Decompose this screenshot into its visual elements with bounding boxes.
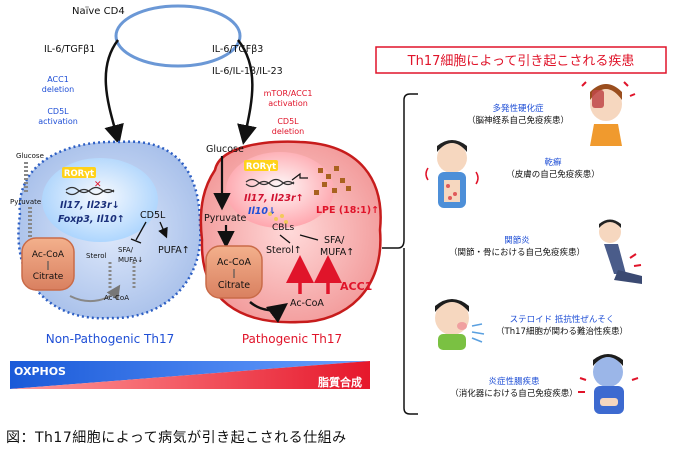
nonpath-sfa-2: MUFA↓ <box>118 256 143 264</box>
nonpathogenic-nucleus <box>42 158 158 242</box>
disease-5-name: 炎症性腸疾患 <box>488 376 540 387</box>
figure-caption: 図：Th17細胞によって病気が引き起こされる仕組み <box>6 430 347 446</box>
disease-bracket <box>382 93 418 415</box>
path-acoa: Ac-CoA <box>217 257 251 268</box>
nonpath-acoa: Ac-CoA <box>32 250 65 260</box>
path-ror-box <box>244 160 278 171</box>
path-dna <box>245 178 295 186</box>
nonpath-pufa: PUFA↑ <box>158 245 190 256</box>
coughing-person-icon <box>435 299 485 350</box>
itchy-person-icon <box>425 140 479 208</box>
nonpath-ror-box <box>62 167 96 178</box>
stomachache-person-icon <box>578 354 639 414</box>
path-acc1: ACC1 <box>340 280 372 293</box>
path-sfa-2: MUFA↑ <box>320 247 354 258</box>
path-sfa-1: SFA/ <box>324 235 345 246</box>
nonpath-cd5l: CD5L <box>140 210 166 221</box>
nonpath-genes-2: Foxp3, Il10↑ <box>58 214 125 225</box>
oxphos-label: OXPHOS <box>14 365 66 378</box>
cd5l-deletion-2: deletion <box>272 127 304 136</box>
disease-2-desc: （皮膚の自己免疫疾患） <box>506 169 600 180</box>
naive-cd4-label: Naïve CD4 <box>72 6 125 17</box>
path-cbls: CBLs <box>272 223 294 233</box>
nonpath-glucose: Glucose <box>16 152 44 160</box>
path-lpe: LPE (18:1)↑ <box>316 205 379 216</box>
naive-cd4-cell <box>114 4 242 68</box>
nonpath-acoa-2: Ac-CoA <box>104 294 129 302</box>
disease-5-desc: （消化器における自己免疫疾患） <box>450 388 578 399</box>
path-ror-label: RORγt <box>246 162 276 172</box>
right-cytokines-2: IL-6/IL-1β/IL-23 <box>212 66 283 77</box>
path-sterol: Sterol↑ <box>266 245 302 256</box>
nonpath-sterol: Sterol <box>86 252 107 260</box>
nonpath-dna <box>65 186 115 194</box>
disease-1-desc: （脳神経系自己免疫疾患） <box>467 115 569 126</box>
path-glucose: Glucose <box>206 144 244 155</box>
left-cytokines: IL-6/TGFβ1 <box>44 44 95 55</box>
cd5l-activation-2: activation <box>38 117 78 126</box>
mtor-acc1-activation-2: activation <box>268 99 308 108</box>
disease-title: Th17細胞によって引き起こされる疾患 <box>407 54 635 69</box>
acc1-deletion-1: ACC1 <box>47 75 69 84</box>
knee-pain-person-icon <box>599 219 642 284</box>
disease-3-desc: （関節・骨における自己免疫疾患） <box>449 247 585 258</box>
path-citrate: Citrate <box>218 280 250 291</box>
pathogenic-label: Pathogenic Th17 <box>242 332 342 346</box>
cd5l-activation-1: CD5L <box>47 107 69 116</box>
nonpathogenic-label: Non-Pathogenic Th17 <box>46 332 175 346</box>
disease-3-name: 関節炎 <box>504 235 530 246</box>
disease-title-box <box>375 46 667 74</box>
lipid-synthesis-label: 脂質合成 <box>317 375 362 389</box>
nonpath-citrate: Citrate <box>33 272 64 282</box>
path-genes-1: Il17, Il23r↑ <box>244 193 304 204</box>
nonpath-block-mark: ✕ <box>94 180 102 190</box>
arrow-to-nonpathogenic <box>104 39 124 145</box>
disease-4-desc: （Th17細胞が関わる難治性疾患） <box>496 326 628 337</box>
lipid-synthesis-wedge <box>10 361 370 389</box>
acc1-deletion-2: deletion <box>42 85 74 94</box>
disease-1-name: 多発性硬化症 <box>492 103 544 114</box>
nonpath-pyruvate: Pyruvate <box>10 198 41 206</box>
disease-4-name: ステロイド 抵抗性ぜんそく <box>510 314 615 325</box>
nonpath-sfa-1: SFA/ <box>118 246 134 254</box>
cbl-particles <box>268 212 288 224</box>
path-acoa-2: Ac-CoA <box>290 298 324 309</box>
disease-2-name: 乾癬 <box>544 157 562 168</box>
nonpath-genes-1: Il17, Il23r↓ <box>60 200 120 211</box>
lpe-particles <box>314 166 351 195</box>
path-genes-2: Il10↓ <box>248 206 276 217</box>
right-cytokines: IL-6/TGFβ3 <box>212 44 263 55</box>
mtor-acc1-activation-1: mTOR/ACC1 <box>264 89 313 98</box>
headache-person-icon <box>581 81 636 146</box>
nonpath-ror-label: RORγt <box>64 169 94 179</box>
cd5l-deletion-1: CD5L <box>277 117 299 126</box>
arrow-to-pathogenic <box>237 39 257 145</box>
path-pyruvate: Pyruvate <box>204 213 246 224</box>
